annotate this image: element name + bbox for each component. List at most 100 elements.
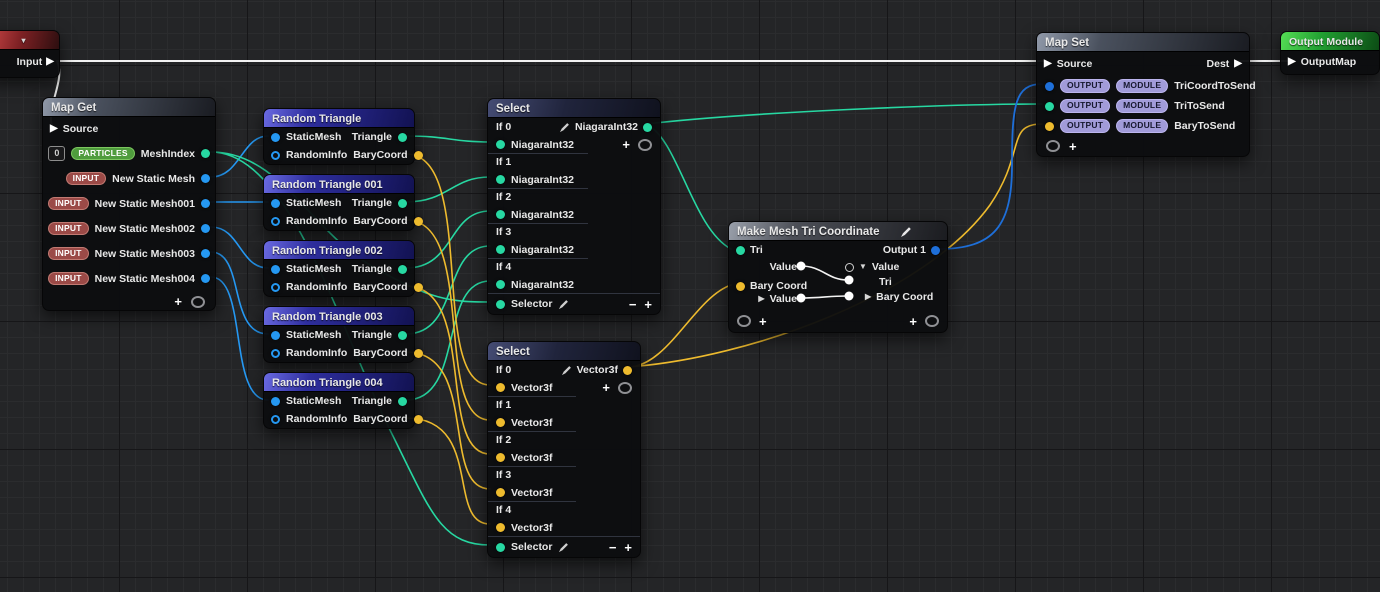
wire-rt4-bary-to-if4[interactable] (405, 417, 491, 525)
node-random-triangle-2[interactable]: Random Triangle 002 StaticMesh Triangle … (263, 240, 423, 297)
toggle-pins-icon[interactable] (618, 381, 632, 394)
nsm001-pin[interactable] (201, 199, 210, 208)
select-vec-header[interactable]: Select (488, 342, 640, 361)
node-random-triangle-3[interactable]: Random Triangle 003 StaticMesh Triangle … (263, 306, 423, 363)
select-vec-output-pin[interactable] (623, 365, 632, 375)
add-pin-icon[interactable]: + (759, 313, 767, 329)
edit-pencil-icon[interactable] (900, 226, 912, 238)
add-output-icon[interactable]: + (622, 137, 630, 152)
wire-rt1-bary-to-if1[interactable] (405, 219, 491, 421)
output-module-header[interactable]: Output Module (1281, 32, 1379, 51)
rt2-triangle-pin[interactable] (398, 264, 407, 274)
nsm-pin[interactable] (201, 174, 210, 183)
if3-input-pin[interactable] (496, 488, 505, 497)
node-output-module[interactable]: Output Module ▶ OutputMap (1280, 31, 1380, 75)
rt1-header[interactable]: Random Triangle 001 (264, 175, 414, 194)
rt1-randominfo-pin[interactable] (271, 216, 280, 226)
collapse-caret-icon[interactable]: ▼ (859, 262, 867, 271)
add-pin-icon[interactable]: + (909, 313, 917, 329)
select-int-header[interactable]: Select (488, 99, 660, 118)
expand-arrow-icon[interactable]: ▶ (865, 292, 872, 301)
add-case-icon[interactable]: + (644, 296, 652, 312)
rt0-triangle-pin[interactable] (398, 132, 407, 142)
node-random-triangle-0[interactable]: Random Triangle StaticMesh Triangle Rand… (263, 108, 423, 165)
expand-arrow-icon[interactable]: ▶ (758, 294, 765, 303)
edit-pencil-icon[interactable] (559, 122, 570, 133)
rt1-barycoord-pin[interactable] (413, 216, 423, 226)
make-barycoord-input-pin[interactable] (736, 281, 745, 291)
toggle-pins-icon[interactable] (925, 315, 939, 327)
wire-newstaticmesh003-to-rt3[interactable] (210, 251, 269, 335)
barytosend-pin[interactable] (1045, 121, 1054, 131)
meshindex-pin[interactable] (201, 149, 210, 158)
wire-selectvec-to-barytosend[interactable] (627, 123, 1043, 368)
rt3-header[interactable]: Random Triangle 003 (264, 307, 414, 326)
wire-rt3-bary-to-if3[interactable] (405, 351, 491, 490)
rt2-staticmesh-pin[interactable] (271, 264, 280, 274)
wire-rt0-triangle-to-if0[interactable] (405, 135, 491, 143)
outputmap-pin[interactable]: ▶ (1288, 56, 1296, 67)
wire-rt1-triangle-to-if1[interactable] (405, 176, 491, 203)
node-select-int[interactable]: Select If 0 NiagaraInt32 NiagaraInt32 + … (487, 98, 661, 315)
rt4-header[interactable]: Random Triangle 004 (264, 373, 414, 392)
nsm004-pin[interactable] (201, 274, 210, 283)
remove-case-icon[interactable]: − (608, 539, 617, 555)
edit-pencil-icon[interactable] (561, 365, 572, 376)
node-input[interactable]: ▾ Input ▶ (0, 30, 60, 78)
index-badge[interactable]: 0 (48, 146, 66, 161)
rt0-staticmesh-pin[interactable] (271, 132, 280, 142)
if0-input-pin[interactable] (496, 140, 505, 149)
tritosend-pin[interactable] (1045, 101, 1054, 111)
if4-input-pin[interactable] (496, 523, 505, 532)
if2-input-pin[interactable] (496, 453, 505, 462)
add-pin-icon[interactable]: + (174, 294, 182, 309)
rt4-barycoord-pin[interactable] (413, 414, 423, 424)
wire-rt0-bary-to-if0[interactable] (405, 153, 491, 386)
select-vec-selector-pin[interactable] (496, 542, 505, 552)
rt2-randominfo-pin[interactable] (271, 282, 280, 292)
toggle-pins-icon[interactable] (191, 295, 205, 308)
map-set-dest-pin[interactable]: ▶ (1234, 58, 1242, 69)
toggle-pins-icon[interactable] (1046, 140, 1060, 152)
add-case-icon[interactable]: + (624, 539, 632, 555)
rt4-randominfo-pin[interactable] (271, 414, 280, 424)
if1-input-pin[interactable] (496, 418, 505, 427)
wire-selectint-to-tritosend[interactable] (645, 103, 1043, 125)
rt1-staticmesh-pin[interactable] (271, 198, 280, 208)
node-random-triangle-1[interactable]: Random Triangle 001 StaticMesh Triangle … (263, 174, 423, 231)
wire-selectvec-to-barycoord[interactable] (627, 284, 732, 368)
rt3-staticmesh-pin[interactable] (271, 330, 280, 340)
map-set-header[interactable]: Map Set (1037, 33, 1249, 52)
node-select-vec[interactable]: Select If 0 Vector3f Vector3f + If 1 Vec… (487, 341, 641, 558)
edit-pencil-icon[interactable] (558, 299, 569, 310)
rt2-barycoord-pin[interactable] (413, 282, 423, 292)
rt3-randominfo-pin[interactable] (271, 348, 280, 358)
add-pin-icon[interactable]: + (1069, 138, 1077, 154)
output1-pin[interactable] (931, 245, 940, 255)
edit-pencil-icon[interactable] (558, 542, 569, 553)
map-set-source-pin[interactable]: ▶ (1044, 58, 1052, 69)
toggle-pins-icon[interactable] (638, 138, 652, 151)
if3-input-pin[interactable] (496, 245, 505, 254)
select-int-output-pin[interactable] (643, 122, 652, 132)
if2-input-pin[interactable] (496, 210, 505, 219)
input-exec-pin[interactable]: ▶ (46, 56, 54, 67)
make-mesh-header[interactable]: Make Mesh Tri Coordinate (729, 222, 947, 241)
rt0-randominfo-pin[interactable] (271, 150, 280, 160)
nsm002-pin[interactable] (201, 224, 210, 233)
chevron-down-icon[interactable]: ▾ (21, 35, 26, 45)
map-get-source-pin[interactable]: ▶ (50, 123, 58, 134)
node-input-header[interactable]: ▾ (0, 31, 59, 50)
node-make-mesh-tri-coordinate[interactable]: Make Mesh Tri Coordinate Tri Output 1 Va… (728, 221, 948, 333)
map-get-header[interactable]: Map Get (43, 98, 215, 117)
rt3-barycoord-pin[interactable] (413, 348, 423, 358)
toggle-pins-icon[interactable] (737, 315, 751, 327)
wire-newstaticmesh002-to-rt2[interactable] (210, 226, 269, 269)
remove-case-icon[interactable]: − (628, 296, 637, 312)
add-output-icon[interactable]: + (602, 380, 610, 395)
rt3-triangle-pin[interactable] (398, 330, 407, 340)
nsm003-pin[interactable] (201, 249, 210, 258)
node-map-get[interactable]: Map Get ▶ Source 0 PARTICLES MeshIndex I… (42, 97, 216, 311)
rt0-barycoord-pin[interactable] (413, 150, 423, 160)
